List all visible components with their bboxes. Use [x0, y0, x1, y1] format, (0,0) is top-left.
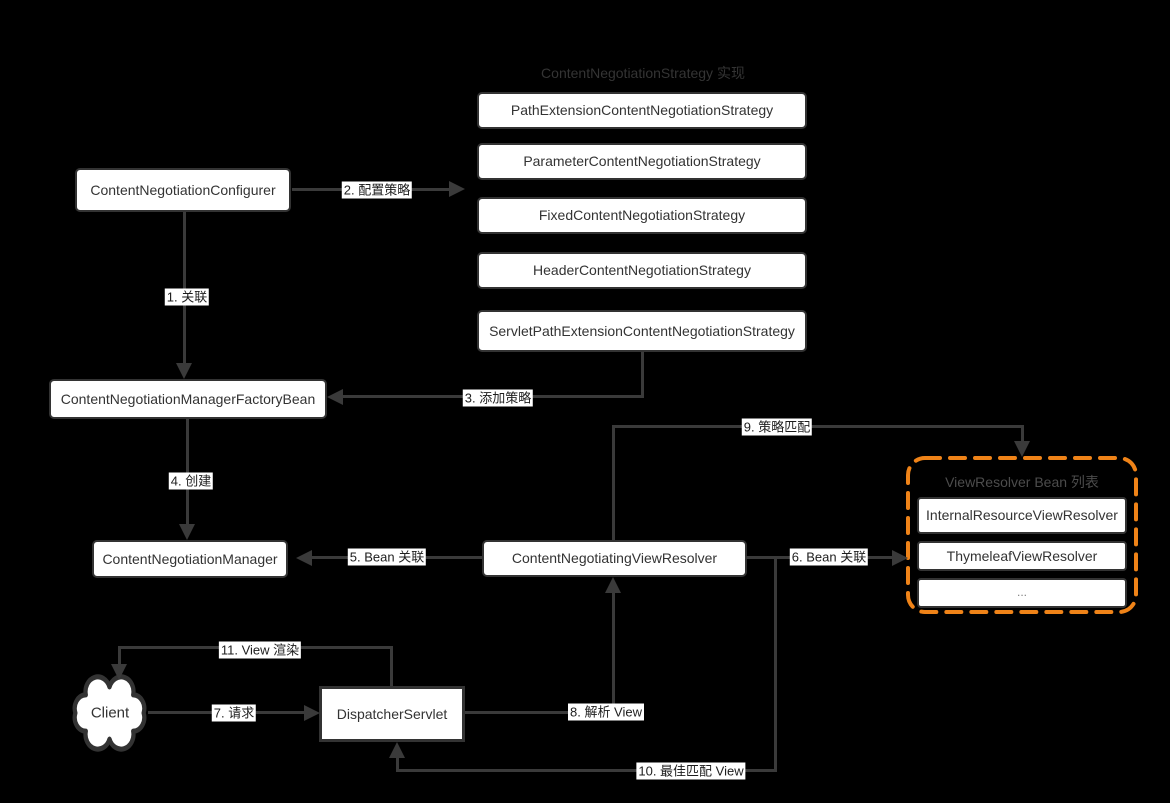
- edge-9-line: [1021, 426, 1024, 442]
- view-resolver-group-title: ViewResolver Bean 列表: [945, 474, 1099, 490]
- edge-1-line: [183, 212, 186, 363]
- node-header-strategy: HeaderContentNegotiationStrategy: [477, 252, 807, 289]
- edge-11-line: [118, 648, 121, 666]
- edge-7-label: 7. 请求: [211, 704, 257, 722]
- edge-2-arrowhead: [449, 181, 465, 197]
- edge-10-line: [396, 769, 777, 772]
- node-content-negotiation-manager-factory-bean: ContentNegotiationManagerFactoryBean: [49, 379, 327, 419]
- edge-4-label: 4. 创建: [168, 472, 214, 490]
- node-path-extension-strategy: PathExtensionContentNegotiationStrategy: [477, 92, 807, 129]
- edge-11-line: [390, 648, 393, 686]
- node-parameter-strategy: ParameterContentNegotiationStrategy: [477, 143, 807, 180]
- edge-6-label: 6. Bean 关联: [789, 548, 869, 566]
- node-thymeleaf-view-resolver: ThymeleafViewResolver: [917, 541, 1127, 571]
- edge-9-line: [612, 427, 615, 540]
- view-resolver-group-border: [906, 456, 1138, 614]
- edge-4-line: [186, 419, 189, 524]
- node-servlet-path-strategy: ServletPathExtensionContentNegotiationSt…: [477, 310, 807, 352]
- edge-10-line: [774, 558, 777, 772]
- edge-3-line: [641, 352, 644, 398]
- edge-9-arrowhead: [1014, 441, 1030, 457]
- edge-7-arrowhead: [304, 705, 320, 721]
- edge-3-arrowhead: [327, 389, 343, 405]
- node-ellipsis-view-resolver: ...: [917, 578, 1127, 608]
- edge-6-arrowhead: [892, 550, 908, 566]
- edge-11-label: 11. View 渲染: [218, 641, 302, 659]
- edge-8-line: [612, 593, 615, 713]
- edge-9-line: [612, 425, 1024, 428]
- edge-10-line: [396, 757, 399, 771]
- edge-8-label: 8. 解析 View: [567, 703, 645, 721]
- edge-3-label: 3. 添加策略: [462, 389, 534, 407]
- edge-10-label: 10. 最佳匹配 View: [636, 762, 746, 780]
- edge-5-label: 5. Bean 关联: [347, 548, 427, 566]
- node-client: Client: [90, 704, 130, 722]
- node-content-negotiation-configurer: ContentNegotiationConfigurer: [75, 168, 291, 212]
- edge-5-arrowhead: [296, 550, 312, 566]
- edge-4-arrowhead: [179, 524, 195, 540]
- edge-9-label: 9. 策略匹配: [741, 418, 813, 436]
- node-internal-resource-view-resolver: InternalResourceViewResolver: [917, 497, 1127, 534]
- edge-10-arrowhead: [389, 742, 405, 758]
- edge-11-arrowhead: [111, 664, 127, 680]
- edge-2-label: 2. 配置策略: [341, 181, 413, 199]
- edge-8-arrowhead: [605, 577, 621, 593]
- node-fixed-strategy: FixedContentNegotiationStrategy: [477, 197, 807, 234]
- node-content-negotiation-manager: ContentNegotiationManager: [92, 540, 288, 578]
- node-content-negotiating-view-resolver: ContentNegotiatingViewResolver: [482, 540, 747, 577]
- strategy-group-title: ContentNegotiationStrategy 实现: [541, 65, 745, 81]
- edge-8-line: [465, 711, 615, 714]
- edge-1-label: 1. 关联: [164, 288, 210, 306]
- node-dispatcher-servlet: DispatcherServlet: [319, 686, 465, 742]
- edge-1-arrowhead: [176, 363, 192, 379]
